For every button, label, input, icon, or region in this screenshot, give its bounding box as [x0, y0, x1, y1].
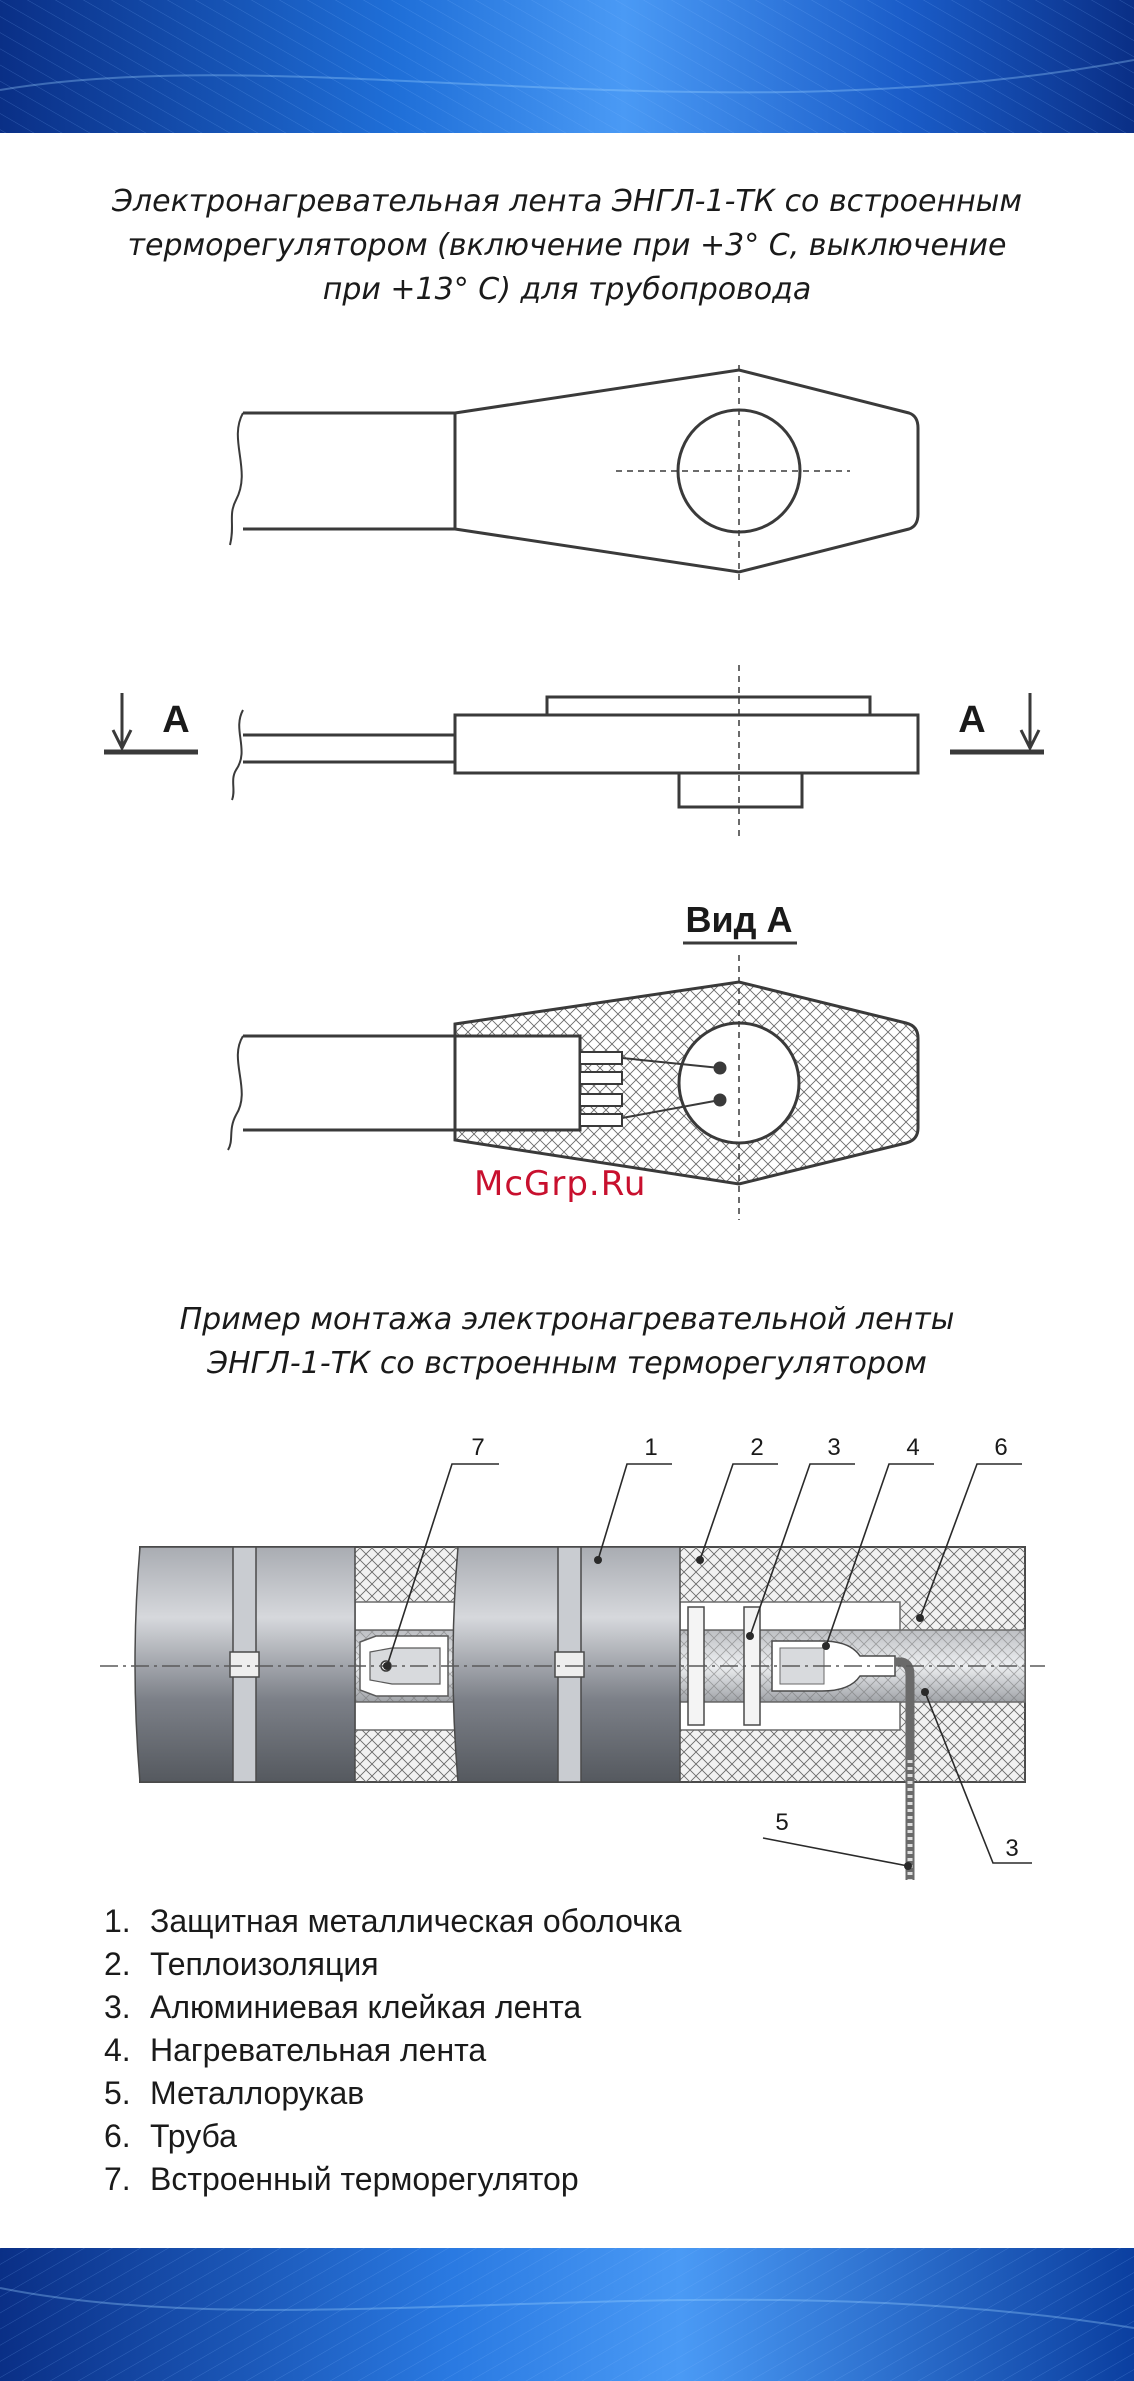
callout-label: 7 — [471, 1434, 484, 1461]
legend-number: 3. — [104, 1989, 131, 2025]
view-a-label: Вид А — [686, 899, 793, 940]
clamp-lock-left — [229, 1651, 260, 1678]
callout-label: 1 — [644, 1434, 657, 1461]
caption-top-line: терморегулятором (включение при +3° С, в… — [127, 228, 1007, 263]
bottom-banner — [0, 2248, 1134, 2381]
legend-item: 3. Алюминиевая клейкая лента — [104, 1986, 681, 2029]
callout-label: 3 — [1005, 1835, 1018, 1862]
caption-mount: Пример монтажа электронагревательной лен… — [0, 1298, 1134, 1386]
legend-list: 1. Защитная металлическая оболочка 2. Тепл… — [104, 1900, 681, 2201]
top-view — [229, 365, 920, 580]
caption-top-line: Электронагревательная лента ЭНГЛ-1-ТК со… — [111, 184, 1023, 219]
callout-label: 5 — [775, 1809, 788, 1836]
caption-top: Электронагревательная лента ЭНГЛ-1-ТК со… — [0, 180, 1134, 312]
callout-label: 3 — [827, 1434, 840, 1461]
watermark: McGrp.Ru — [474, 1164, 647, 1204]
callout-label: 2 — [750, 1434, 763, 1461]
legend-item: 1. Защитная металлическая оболочка — [104, 1900, 681, 1943]
legend-item: 2. Теплоизоляция — [104, 1943, 681, 1986]
section-arrow-right — [950, 693, 1044, 755]
legend-item: 6. Труба — [104, 2115, 681, 2158]
section-mark-left: А — [162, 699, 189, 741]
mounting-diagram: 7 1 2 3 4 6 5 3 — [100, 1434, 1045, 1880]
legend-number: 7. — [104, 2161, 131, 2197]
legend-number: 6. — [104, 2118, 131, 2154]
legend-number: 2. — [104, 1946, 131, 1982]
caption-mount-line: Пример монтажа электронагревательной лен… — [179, 1302, 955, 1337]
side-view — [231, 665, 920, 838]
legend-text: Защитная металлическая оболочка — [150, 1903, 682, 1939]
cutout-top — [679, 1601, 901, 1631]
legend-item: 4. Нагревательная лента — [104, 2029, 681, 2072]
clamp-lock-center — [554, 1651, 585, 1678]
section-arrow-left — [104, 693, 198, 755]
legend-text: Теплоизоляция — [150, 1946, 379, 1982]
view-a — [227, 955, 920, 1220]
legend-text: Металлорукав — [150, 2075, 365, 2111]
legend-item: 7. Встроенный терморегулятор — [104, 2158, 681, 2201]
leader-lines — [386, 1463, 1032, 1867]
caption-mount-line: ЭНГЛ-1-ТК со встроенным терморегулятором — [207, 1346, 927, 1381]
callout-label: 6 — [994, 1434, 1007, 1461]
leader-dots — [383, 1556, 929, 1870]
cutout-bottom — [679, 1701, 901, 1731]
legend-number: 5. — [104, 2075, 131, 2111]
legend-number: 4. — [104, 2032, 131, 2068]
legend-item: 5. Металлорукав — [104, 2072, 681, 2115]
section-mark-right: А — [958, 699, 985, 741]
legend-text: Нагревательная лента — [150, 2032, 487, 2068]
caption-top-line: при +13° С) для трубопровода — [322, 272, 812, 307]
legend-text: Труба — [150, 2118, 237, 2154]
cutout-bottom-left — [354, 1701, 459, 1731]
legend-number: 1. — [104, 1903, 131, 1939]
top-banner — [0, 0, 1134, 133]
legend-text: Алюминиевая клейкая лента — [150, 1989, 582, 2025]
callout-label: 4 — [906, 1434, 919, 1461]
legend-text: Встроенный терморегулятор — [150, 2161, 579, 2197]
